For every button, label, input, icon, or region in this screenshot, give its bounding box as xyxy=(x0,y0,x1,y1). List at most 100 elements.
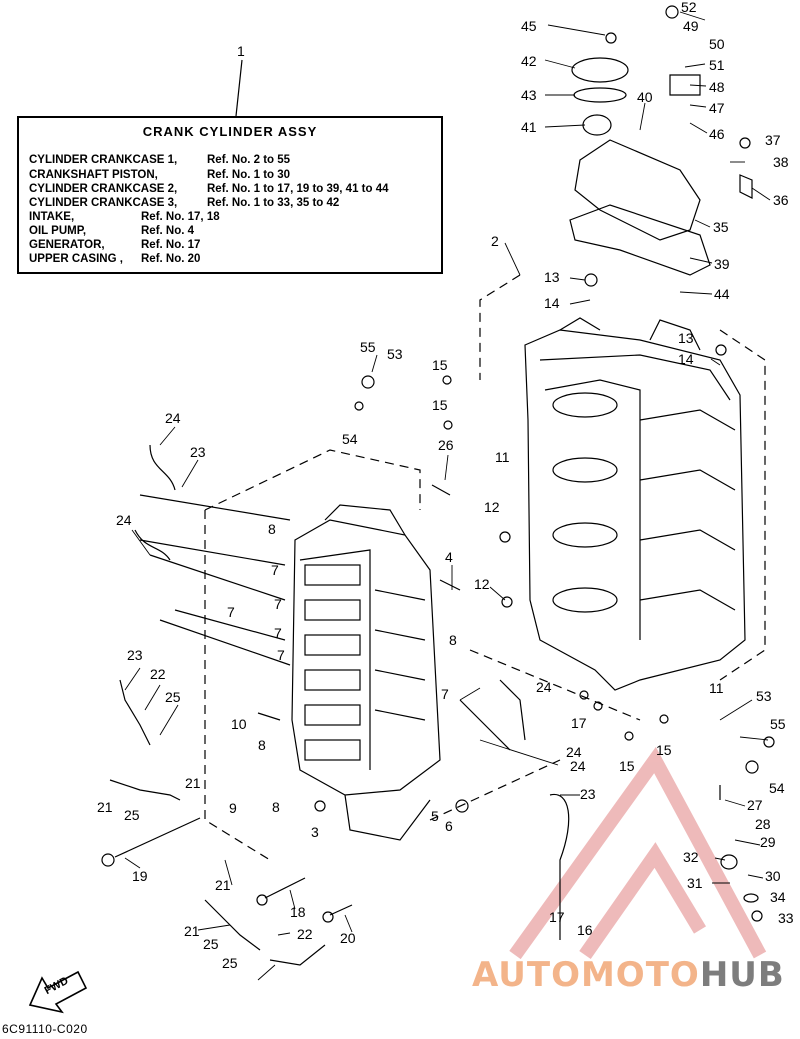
callout: 8 xyxy=(272,799,280,815)
callout: 24 xyxy=(536,679,552,695)
leader-lines xyxy=(124,11,771,981)
assy-row: OIL PUMP,Ref. No. 4 xyxy=(29,225,195,237)
callout: 36 xyxy=(773,192,789,208)
callout: 37 xyxy=(765,132,781,148)
callout: 33 xyxy=(778,910,794,926)
callout: 18 xyxy=(290,904,306,920)
assembly-outlines xyxy=(204,274,766,861)
callout: 12 xyxy=(484,499,500,515)
callout: 35 xyxy=(713,219,729,235)
callout: 25 xyxy=(124,807,140,823)
callout: 31 xyxy=(687,875,703,891)
callout: 25 xyxy=(165,689,181,705)
callout: 24 xyxy=(566,744,582,760)
callout: 7 xyxy=(227,604,235,620)
assy-row: CRANKSHAFT PISTON,Ref. No. 1 to 30 xyxy=(29,169,291,181)
callout: 12 xyxy=(474,576,490,592)
callout: 42 xyxy=(521,53,537,69)
callout: 8 xyxy=(268,521,276,537)
callout: 43 xyxy=(521,87,537,103)
callout: 29 xyxy=(760,834,776,850)
callout: 53 xyxy=(387,346,403,362)
callout: 38 xyxy=(773,154,789,170)
callout: 13 xyxy=(544,269,560,285)
callout: 7 xyxy=(274,625,282,641)
callout: 27 xyxy=(747,797,763,813)
callout: 17 xyxy=(549,909,565,925)
assy-row: GENERATOR,Ref. No. 17 xyxy=(29,239,201,251)
callout: 55 xyxy=(360,339,376,355)
callout: 23 xyxy=(127,647,143,663)
watermark-text: AUTOMOTOHUB xyxy=(472,955,785,995)
callout: 25 xyxy=(203,936,219,952)
callout: 19 xyxy=(132,868,148,884)
assy-row: INTAKE,Ref. No. 17, 18 xyxy=(29,211,220,223)
callout: 15 xyxy=(656,742,672,758)
callout: 7 xyxy=(277,647,285,663)
callout: 3 xyxy=(311,824,319,840)
callout: 24 xyxy=(165,410,181,426)
callout: 21 xyxy=(185,775,201,791)
callout: 15 xyxy=(619,758,635,774)
hose-lines xyxy=(109,444,570,966)
assy-row: CYLINDER CRANKCASE 2,Ref. No. 1 to 17, 1… xyxy=(29,183,389,195)
callout: 7 xyxy=(274,596,282,612)
callout: 49 xyxy=(683,18,699,34)
callout: 45 xyxy=(521,18,537,34)
callout: 26 xyxy=(438,437,454,453)
callout: 21 xyxy=(97,799,113,815)
cylinder-head-cover xyxy=(569,57,753,276)
callout: 51 xyxy=(709,57,725,73)
callout: 46 xyxy=(709,126,725,142)
callout: 11 xyxy=(495,449,510,465)
callout: 22 xyxy=(297,926,313,942)
callout: 14 xyxy=(678,351,694,367)
callout: 24 xyxy=(116,512,132,528)
callout: 23 xyxy=(190,444,206,460)
callout: 39 xyxy=(714,256,730,272)
callout: 25 xyxy=(222,955,238,971)
callout: 50 xyxy=(709,36,725,52)
watermark-logo-icon xyxy=(509,746,767,960)
callout: 54 xyxy=(342,431,358,447)
callout: 7 xyxy=(441,686,449,702)
crank-cylinder-assy-legend: CRANK CYLINDER ASSY CYLINDER CRANKCASE 1… xyxy=(17,116,443,274)
callout: 4 xyxy=(445,549,453,565)
assy-row: UPPER CASING ,Ref. No. 20 xyxy=(29,253,201,265)
callout: 7 xyxy=(271,562,279,578)
callout: 55 xyxy=(770,716,786,732)
callout: 32 xyxy=(683,849,699,865)
callout: 40 xyxy=(637,89,653,105)
callout: 14 xyxy=(544,295,560,311)
callout: 6 xyxy=(445,818,453,834)
callout: 30 xyxy=(765,868,781,884)
callout: 24 xyxy=(570,758,586,774)
callout: 10 xyxy=(231,716,247,732)
callout: 21 xyxy=(215,877,231,893)
callout: 28 xyxy=(755,816,771,832)
callout: 17 xyxy=(571,715,587,731)
callout: 5 xyxy=(431,808,439,824)
callout: 47 xyxy=(709,100,725,116)
callout: 23 xyxy=(580,786,596,802)
callout: 11 xyxy=(709,680,724,696)
callout: 13 xyxy=(678,330,694,346)
callout: 21 xyxy=(184,923,200,939)
cylinder-crankcase-1 xyxy=(524,317,746,691)
callout-1: 1 xyxy=(237,43,245,59)
callout: 15 xyxy=(432,397,448,413)
callout: 54 xyxy=(769,780,785,796)
callout: 2 xyxy=(491,233,499,249)
callout: 48 xyxy=(709,79,725,95)
callout: 15 xyxy=(432,357,448,373)
callout: 34 xyxy=(770,889,786,905)
cylinder-crankcase-2 xyxy=(291,504,441,841)
callout: 16 xyxy=(577,922,593,938)
assy-row: CYLINDER CRANKCASE 1,Ref. No. 2 to 55 xyxy=(29,154,291,166)
callout: 44 xyxy=(714,286,730,302)
drawing-code: 6C91110-C020 xyxy=(2,1022,88,1036)
fasteners xyxy=(101,5,775,923)
callout: 41 xyxy=(521,119,537,135)
